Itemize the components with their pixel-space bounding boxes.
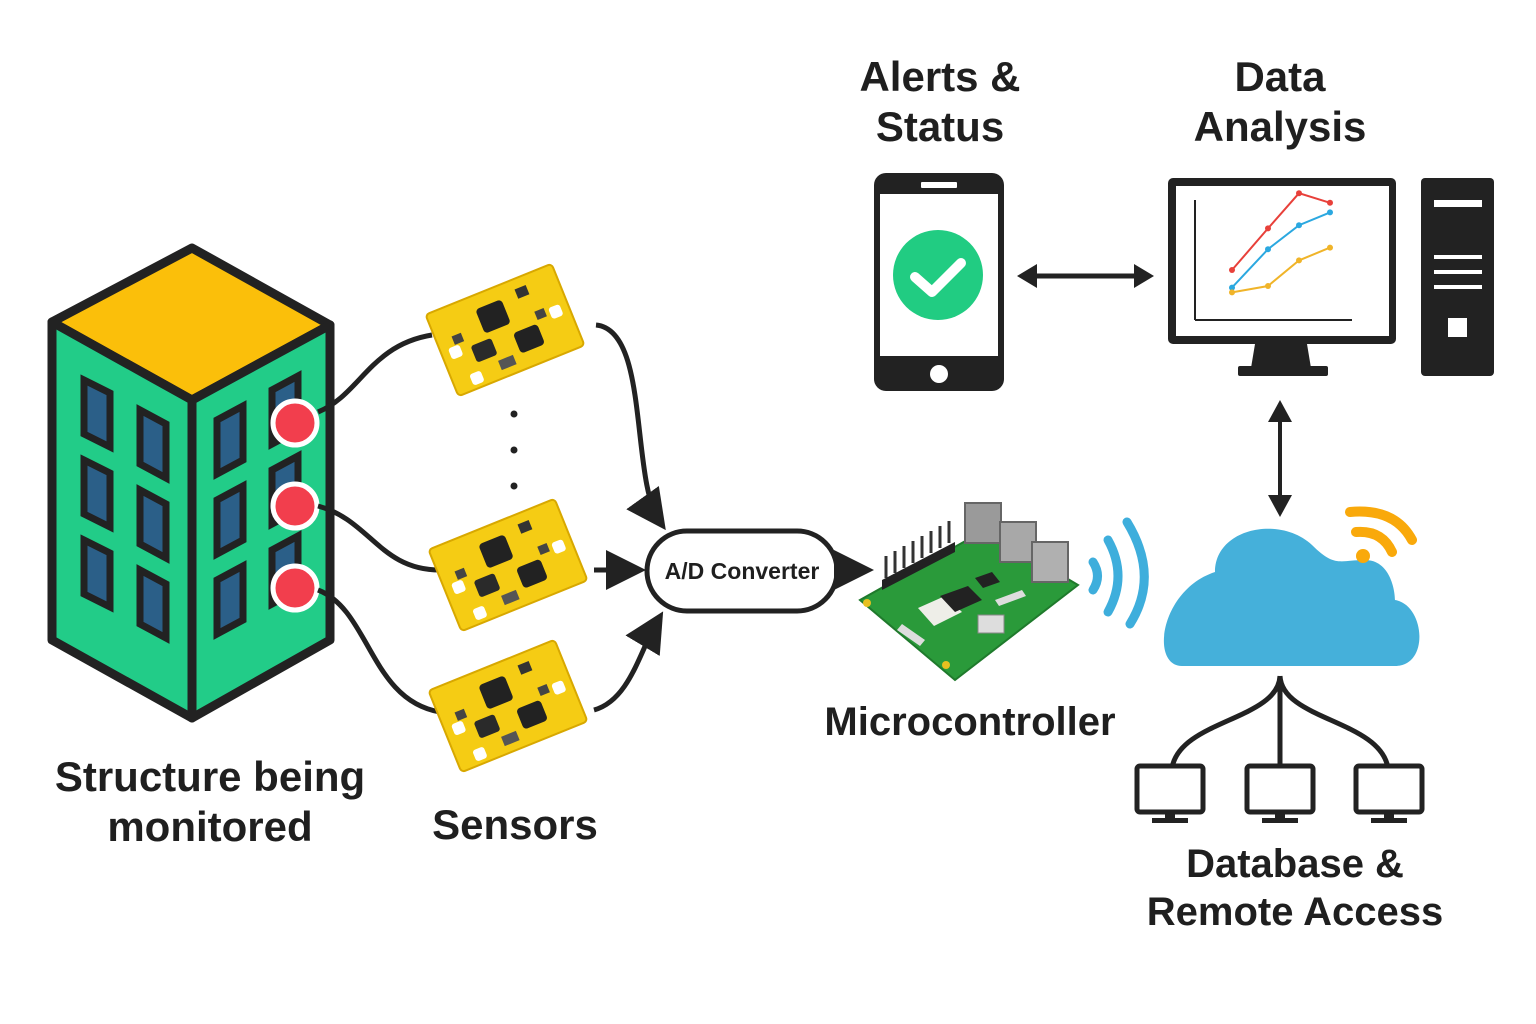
chart-point-yellow-2 xyxy=(1296,257,1302,264)
wifi-dot xyxy=(1356,549,1370,563)
ellipsis-dots xyxy=(510,410,518,490)
chart-point-blue-3 xyxy=(1327,209,1333,216)
sensors-label: Sensors xyxy=(432,801,598,848)
chart-series-red xyxy=(1231,192,1331,271)
chart-series-yellow xyxy=(1231,246,1331,294)
chart-point-red-1 xyxy=(1265,225,1271,232)
alerts-label-line2: Status xyxy=(875,103,1005,151)
chart-point-yellow-0 xyxy=(1229,289,1235,296)
database-label-line1: Database & xyxy=(1186,842,1404,886)
adc-label: A/D Converter xyxy=(665,558,820,584)
analysis-label-line2: Analysis xyxy=(1193,103,1367,151)
server-tower-icon xyxy=(1421,178,1494,376)
sensor-board-2 xyxy=(428,498,588,632)
wireless-signal-icon xyxy=(1088,517,1149,629)
chart-point-blue-2 xyxy=(1296,222,1302,229)
terminal-1-icon xyxy=(1134,763,1206,823)
alerts-status-label: Alerts & Status xyxy=(820,52,1060,153)
database-label-line2: Remote Access xyxy=(1146,890,1444,934)
chart-point-red-0 xyxy=(1229,267,1235,273)
terminal-2-icon xyxy=(1244,763,1316,823)
sensor-board-1 xyxy=(425,263,585,397)
chart-point-yellow-1 xyxy=(1265,283,1271,289)
analysis-label-line1: Data xyxy=(1234,53,1326,100)
alerts-label-line1: Alerts & xyxy=(859,53,1021,100)
sensor-board-3 xyxy=(428,639,588,773)
terminal-3-icon xyxy=(1353,763,1425,823)
microcontroller-board-icon xyxy=(858,502,1080,682)
alerts-analysis-bidirectional-arrow xyxy=(1017,264,1154,288)
wifi-icon xyxy=(1345,506,1417,557)
building-icon xyxy=(47,243,335,723)
data-analysis-label: Data Analysis xyxy=(1160,52,1400,153)
cloud-icon xyxy=(1163,528,1420,666)
chart-point-red-3 xyxy=(1327,199,1333,206)
sensor-point-2 xyxy=(270,481,320,531)
sensor-cables xyxy=(317,332,441,715)
sensor-to-adc-arrows xyxy=(593,322,666,713)
structure-label-line2: monitored xyxy=(107,803,313,851)
structure-label-line1: Structure being xyxy=(54,753,366,800)
chart-point-blue-0 xyxy=(1229,284,1235,291)
cloud-to-terminals-lines xyxy=(1169,675,1391,769)
database-remote-access-label: Database & Remote Access xyxy=(1100,840,1490,936)
monitor-icon xyxy=(1168,178,1396,376)
smartphone-icon xyxy=(874,173,1004,391)
chart-point-red-2 xyxy=(1296,190,1302,197)
adc-box: A/D Converter xyxy=(644,528,840,614)
sensor-point-3 xyxy=(270,563,320,613)
check-circle-icon xyxy=(893,230,983,320)
structure-label: Structure being monitored xyxy=(20,752,400,853)
chart-point-blue-1 xyxy=(1265,246,1271,253)
chart-series-blue xyxy=(1231,211,1331,289)
chart-point-yellow-3 xyxy=(1327,244,1333,251)
analysis-line-chart xyxy=(1229,190,1333,296)
sensor-point-1 xyxy=(270,398,320,448)
microcontroller-label: Microcontroller xyxy=(824,700,1116,744)
building-windows-left xyxy=(80,374,170,644)
cloud-analysis-bidirectional-arrow xyxy=(1268,400,1292,517)
